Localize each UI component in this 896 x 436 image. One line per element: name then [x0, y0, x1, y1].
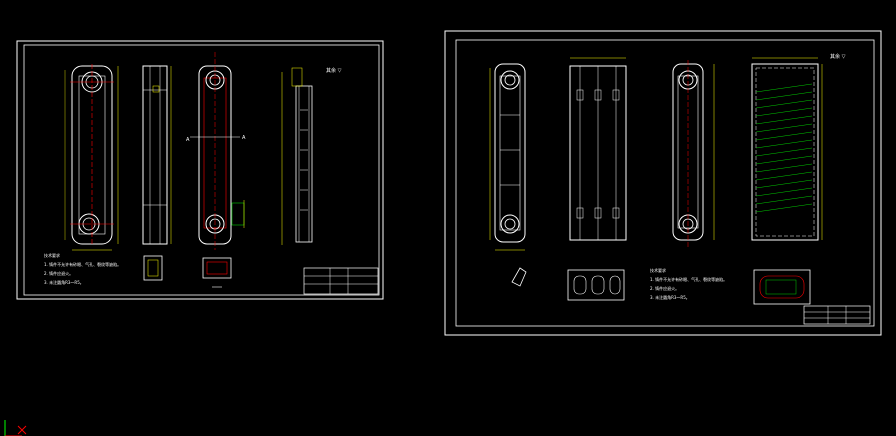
sheet-1-technical-notes: 技术要求 1. 铸件不允许有砂眼、气孔、裂纹等缺陷。 2. 铸件应退火。 3. … [44, 252, 121, 285]
sheet-2-note-3: 3. 未注圆角R3～R5。 [650, 294, 690, 300]
section-label-right: A [242, 135, 246, 141]
sheet-1-note-2: 2. 铸件应退火。 [44, 270, 73, 276]
sheet-1-note-1: 1. 铸件不允许有砂眼、气孔、裂纹等缺陷。 [44, 261, 121, 267]
sheet-2-note-2: 2. 铸件应退火。 [650, 285, 679, 291]
sheet-2-roughness-note: 其余 ▽ [830, 53, 846, 60]
sheet-1-outer-frame [16, 40, 384, 300]
sheet-1-front-view[interactable] [64, 64, 119, 251]
section-label-left: A [186, 137, 190, 143]
sheet-1[interactable]: A A 其余 ▽ 技术要求 1. [16, 40, 384, 300]
sheet-2-title-block [803, 305, 871, 325]
sheet-2-note-1: 1. 铸件不允许有砂眼、气孔、裂纹等缺陷。 [650, 276, 727, 282]
sheet-1-detail-b[interactable] [202, 257, 232, 279]
sheet-1-inner-frame [23, 44, 380, 296]
sheet-2-notes-title: 技术要求 [650, 267, 666, 273]
sheet-2-hatched-section[interactable] [751, 57, 823, 241]
sheet-1-notes-title: 技术要求 [44, 252, 60, 258]
sheet-2-outer-frame [444, 30, 882, 336]
sheet-2-inner-frame [455, 39, 875, 327]
sheet-2-front-view[interactable] [489, 63, 526, 251]
sheet-2[interactable]: 其余 ▽ 技术要求 1. 铸件不允许有砂眼、气孔、裂纹等缺陷。 2. 铸件应退火… [444, 30, 882, 336]
sheet-1-longitudinal-section[interactable] [281, 67, 313, 245]
ucs-axis-icon [4, 420, 27, 436]
sheet-1-section-view[interactable] [190, 52, 245, 250]
sheet-1-title-block [303, 267, 379, 295]
sheet-2-rear-view[interactable] [672, 60, 715, 248]
sheet-1-note-3: 3. 未注圆角R3～R5。 [44, 279, 84, 285]
sheet-1-side-view[interactable] [142, 65, 172, 245]
sheet-2-detail-a[interactable] [511, 267, 527, 287]
sheet-1-roughness-note: 其余 ▽ [326, 67, 342, 74]
sheet-1-detail-a[interactable] [143, 255, 163, 281]
sheet-2-detail-c[interactable] [753, 269, 811, 305]
sheet-2-side-view[interactable] [569, 57, 627, 241]
sheet-2-detail-b[interactable] [567, 269, 625, 301]
sheet-2-technical-notes: 技术要求 1. 铸件不允许有砂眼、气孔、裂纹等缺陷。 2. 铸件应退火。 3. … [650, 267, 727, 300]
